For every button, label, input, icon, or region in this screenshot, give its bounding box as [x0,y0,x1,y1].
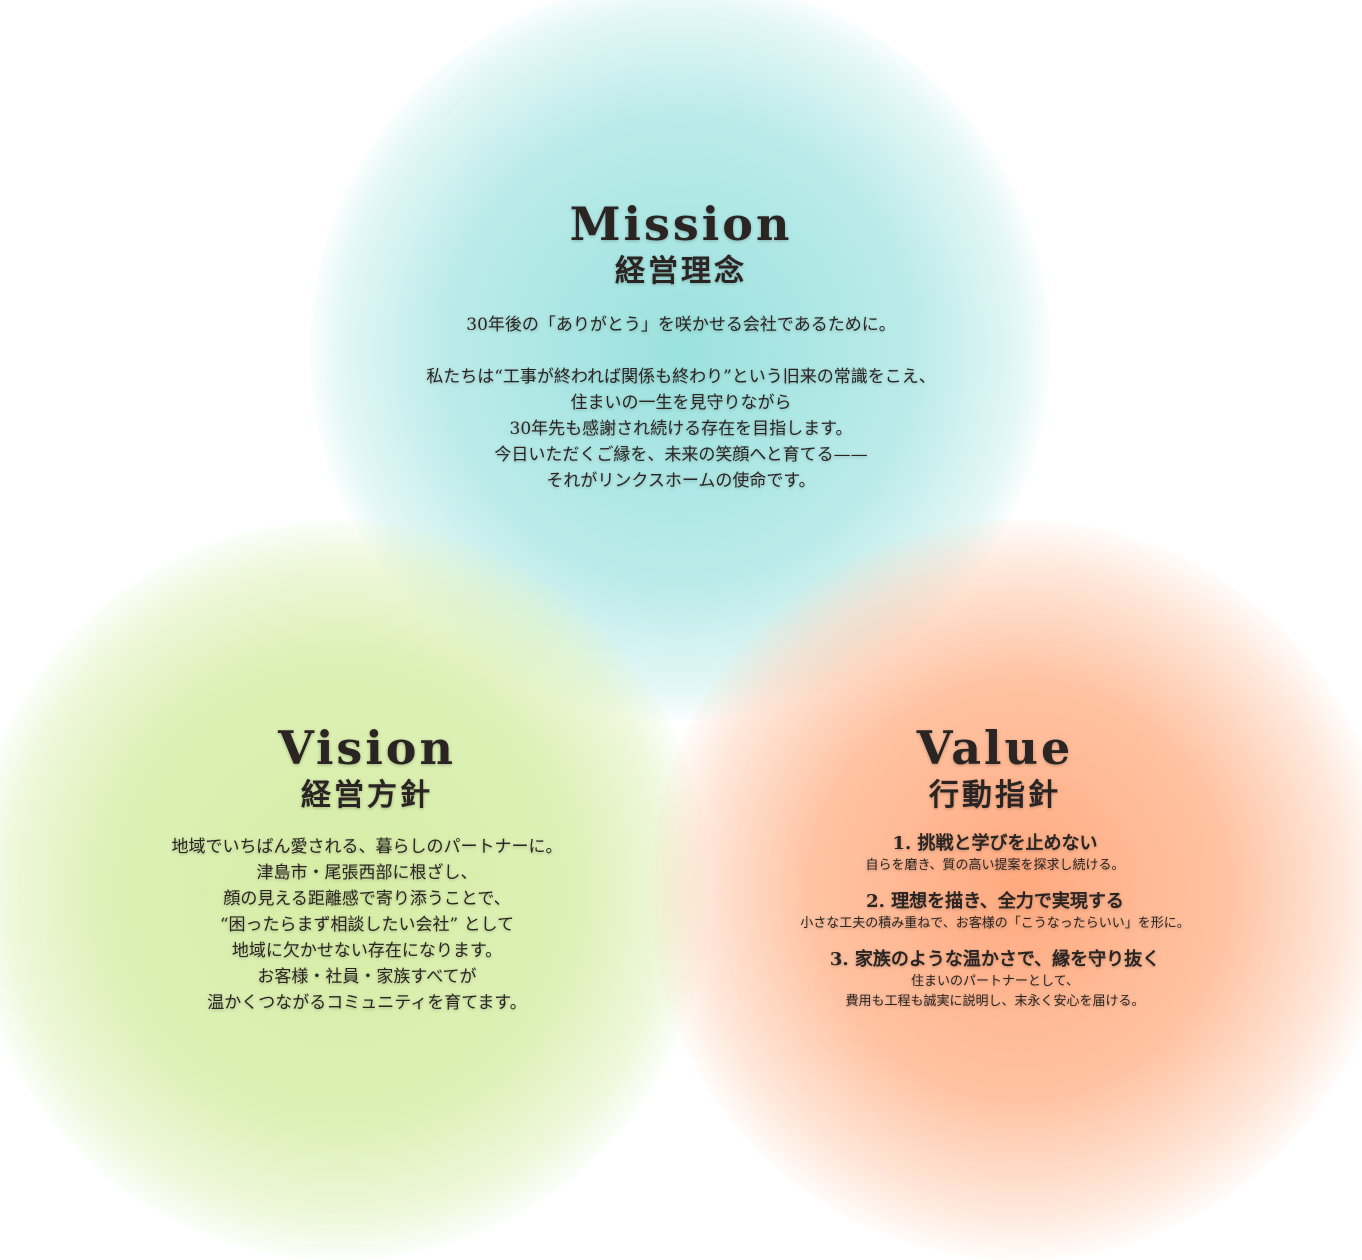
value-list: 1. 挑戦と学びを止めない 自らを磨き、質の高い提案を探求し続ける。 2. 理想… [765,832,1225,1012]
value-section: Value 行動指針 1. 挑戦と学びを止めない 自らを磨き、質の高い提案を探求… [765,722,1225,1026]
value-item-desc: 住まいのパートナーとして、 費用も工程も誠実に説明し、末永く安心を届ける。 [845,974,1145,1009]
value-title-en: Value [916,721,1074,775]
mission-section: Mission 経営理念 30年後の「ありがとう」を咲かせる会社であるために。 … [361,198,1001,494]
value-item-heading: 2. 理想を描き、全力で実現する [866,891,1124,912]
vision-title-en: Vision [278,721,456,775]
value-item-heading: 3. 家族のような温かさで、縁を守り抜く [829,949,1161,970]
value-item-heading: 1. 挑戦と学びを止めない [892,833,1098,854]
value-item-desc: 小さな工夫の積み重ねで、お客様の「こうなったらいい」を形に。 [800,916,1190,931]
value-item: 1. 挑戦と学びを止めない 自らを磨き、質の高い提案を探求し続ける。 [765,832,1225,876]
value-item: 2. 理想を描き、全力で実現する 小さな工夫の積み重ねで、お客様の「こうなったら… [765,890,1225,934]
value-circle [650,520,1362,1260]
vision-title-jp: 経営方針 [301,778,433,813]
mission-body: 私たちは“工事が終われば関係も終わり”という旧来の常識をこえ、 住まいの一生を見… [426,367,936,491]
value-title-jp: 行動指針 [929,778,1061,813]
mission-title-jp: 経営理念 [615,254,747,289]
value-item: 3. 家族のような温かさで、縁を守り抜く 住まいのパートナーとして、 費用も工程… [765,948,1225,1012]
vision-circle [0,520,710,1260]
vision-section: Vision 経営方針 地域でいちばん愛される、暮らしのパートナーに。 津島市・… [107,722,627,1016]
value-item-desc: 自らを磨き、質の高い提案を探求し続ける。 [865,858,1125,873]
vision-body: 地域でいちばん愛される、暮らしのパートナーに。 津島市・尾張西部に根ざし、 顔の… [171,837,563,1013]
mission-lead: 30年後の「ありがとう」を咲かせる会社であるために。 [466,315,896,335]
mission-title-en: Mission [569,197,793,251]
